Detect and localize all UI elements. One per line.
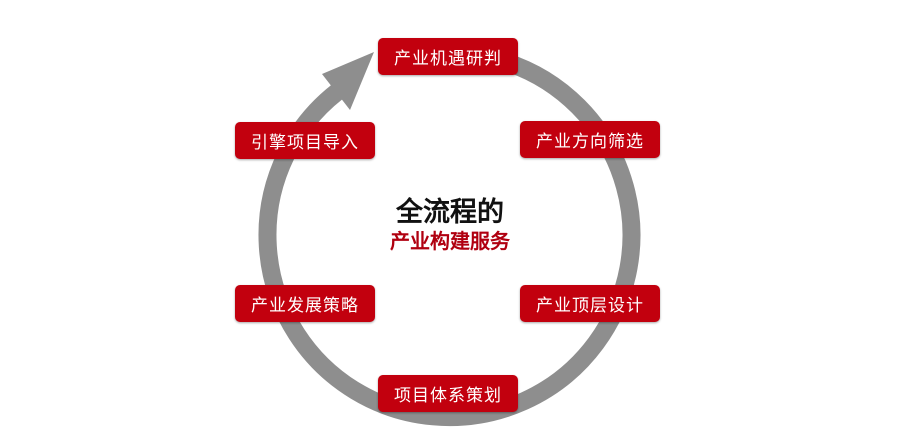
step-label: 产业方向筛选 bbox=[536, 132, 644, 152]
step-label: 产业机遇研判 bbox=[394, 49, 502, 69]
step-industry-top-level-design: 产业顶层设计 bbox=[520, 285, 660, 322]
step-industry-opportunity-research: 产业机遇研判 bbox=[378, 38, 518, 75]
step-label: 项目体系策划 bbox=[394, 386, 502, 406]
cycle-arc bbox=[258, 44, 641, 427]
step-industry-development-strategy: 产业发展策略 bbox=[235, 285, 375, 322]
step-label: 引擎项目导入 bbox=[251, 133, 359, 153]
center-title: 全流程的 bbox=[396, 197, 504, 228]
step-project-system-planning: 项目体系策划 bbox=[378, 375, 518, 412]
center-subtitle: 产业构建服务 bbox=[390, 229, 510, 253]
step-label: 产业顶层设计 bbox=[536, 296, 644, 316]
step-engine-project-introduction: 引擎项目导入 bbox=[235, 122, 375, 159]
arrow-head-icon bbox=[322, 52, 374, 110]
step-industry-direction-screening: 产业方向筛选 bbox=[520, 121, 660, 158]
step-label: 产业发展策略 bbox=[251, 296, 359, 316]
